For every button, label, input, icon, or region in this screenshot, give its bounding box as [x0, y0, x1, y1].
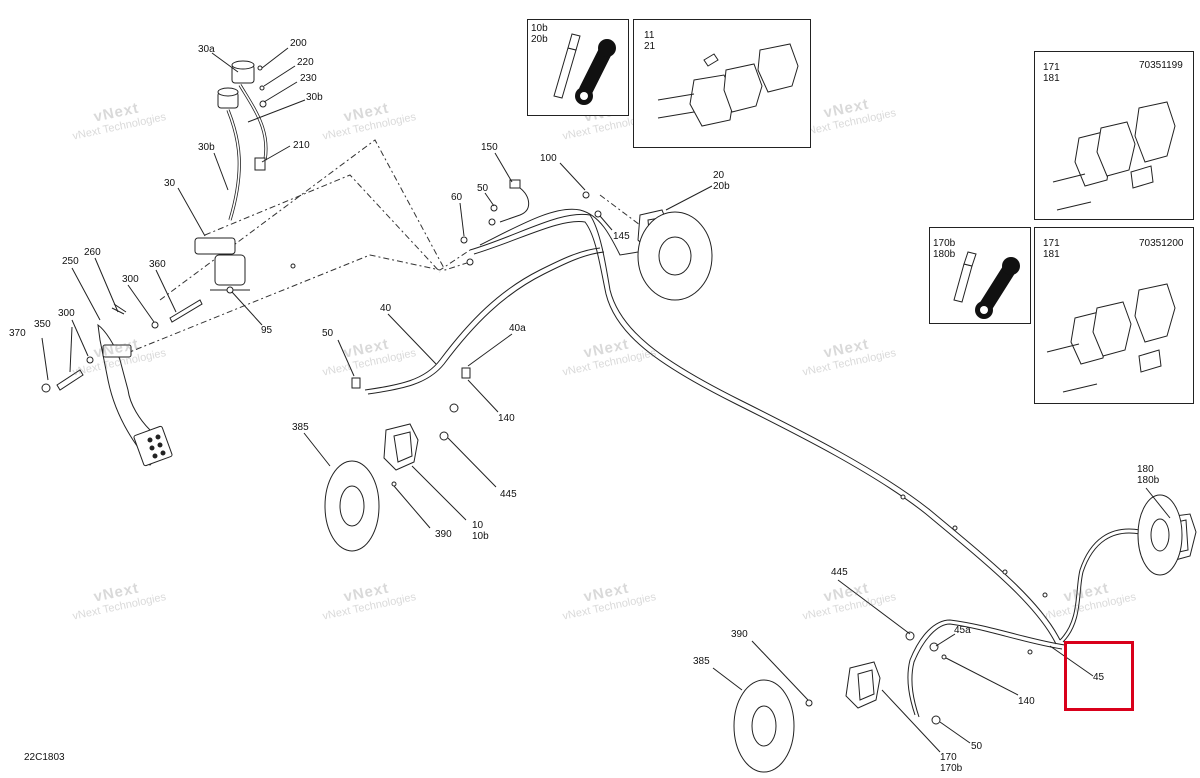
brake-lines — [364, 187, 1141, 718]
callout-50-mid[interactable]: 50 — [322, 328, 334, 339]
callout-30a[interactable]: 30a — [198, 44, 215, 55]
callout-145[interactable]: 145 — [613, 231, 630, 242]
callout-370[interactable]: 370 — [9, 328, 26, 339]
fittings — [351, 179, 947, 725]
inset-pads-top[interactable]: 11 21 — [633, 19, 811, 148]
callout-150[interactable]: 150 — [481, 142, 498, 153]
brake-pedal — [41, 299, 203, 467]
inset-pads-right2[interactable]: 171 181 70351200 — [1034, 227, 1194, 404]
callout-30[interactable]: 30 — [164, 178, 176, 189]
callout-385-right[interactable]: 385 — [693, 656, 710, 667]
callout-50-top[interactable]: 50 — [477, 183, 489, 194]
inset-bleeder-right[interactable]: 170b 180b — [929, 227, 1031, 324]
callout-40[interactable]: 40 — [380, 303, 392, 314]
callout-60[interactable]: 60 — [451, 192, 463, 203]
callout-445-left[interactable]: 445 — [500, 489, 517, 500]
callout-220[interactable]: 220 — [297, 57, 314, 68]
callout-140-left[interactable]: 140 — [498, 413, 515, 424]
brake-discs — [324, 211, 1183, 773]
inset-pads-top-refs: 11 21 — [644, 30, 656, 52]
callout-170[interactable]: 170 170b — [940, 752, 963, 774]
inset-bleeder-right-refs: 170b 180b — [933, 238, 956, 260]
callout-10[interactable]: 10 10b — [472, 520, 489, 542]
inset-pads-right2-code: 70351200 — [1139, 238, 1184, 249]
callout-95[interactable]: 95 — [261, 325, 273, 336]
callout-45a[interactable]: 45a — [954, 625, 971, 636]
brake-pads-icon — [657, 43, 799, 127]
highlight-box — [1064, 641, 1134, 711]
callout-390-right[interactable]: 390 — [731, 629, 748, 640]
inset-pads-right1[interactable]: 171 181 70351199 — [1034, 51, 1194, 220]
inset-bleeder-top-refs: 10b 20b — [531, 23, 548, 45]
callout-40a[interactable]: 40a — [509, 323, 526, 334]
callout-260[interactable]: 260 — [84, 247, 101, 258]
diagram-code: 22C1803 — [24, 752, 65, 763]
callout-445-right[interactable]: 445 — [831, 567, 848, 578]
inset-bleeder-top[interactable]: 10b 20b — [527, 19, 629, 116]
brake-pads-icon — [1052, 101, 1176, 211]
leader-lines — [41, 47, 1171, 753]
callout-360[interactable]: 360 — [149, 259, 166, 270]
callout-20[interactable]: 20 20b — [713, 170, 730, 192]
master-cylinder-assembly — [194, 60, 296, 294]
callout-300-lower[interactable]: 300 — [58, 308, 75, 319]
callout-210[interactable]: 210 — [293, 140, 310, 151]
inset-pads-right1-refs: 171 181 — [1043, 62, 1060, 84]
callout-50-bottom[interactable]: 50 — [971, 741, 983, 752]
callout-300-upper[interactable]: 300 — [122, 274, 139, 285]
callout-200[interactable]: 200 — [290, 38, 307, 49]
callout-30b-lower[interactable]: 30b — [198, 142, 215, 153]
callout-100[interactable]: 100 — [540, 153, 557, 164]
inset-pads-right2-refs: 171 181 — [1043, 238, 1060, 260]
callout-230[interactable]: 230 — [300, 73, 317, 84]
inset-pads-right1-code: 70351199 — [1139, 60, 1183, 71]
bleeder-icon — [953, 251, 1020, 319]
callout-30b[interactable]: 30b — [306, 92, 323, 103]
callout-250[interactable]: 250 — [62, 256, 79, 267]
callout-140-right[interactable]: 140 — [1018, 696, 1035, 707]
callout-390-left[interactable]: 390 — [435, 529, 452, 540]
callout-45[interactable]: 45 — [1093, 672, 1105, 683]
bleeder-icon — [553, 33, 616, 105]
assembly-guide-lines — [109, 139, 641, 361]
callout-385-left[interactable]: 385 — [292, 422, 309, 433]
brake-pads-icon — [1046, 283, 1176, 393]
callout-180[interactable]: 180 180b — [1137, 464, 1160, 486]
callout-350[interactable]: 350 — [34, 319, 51, 330]
